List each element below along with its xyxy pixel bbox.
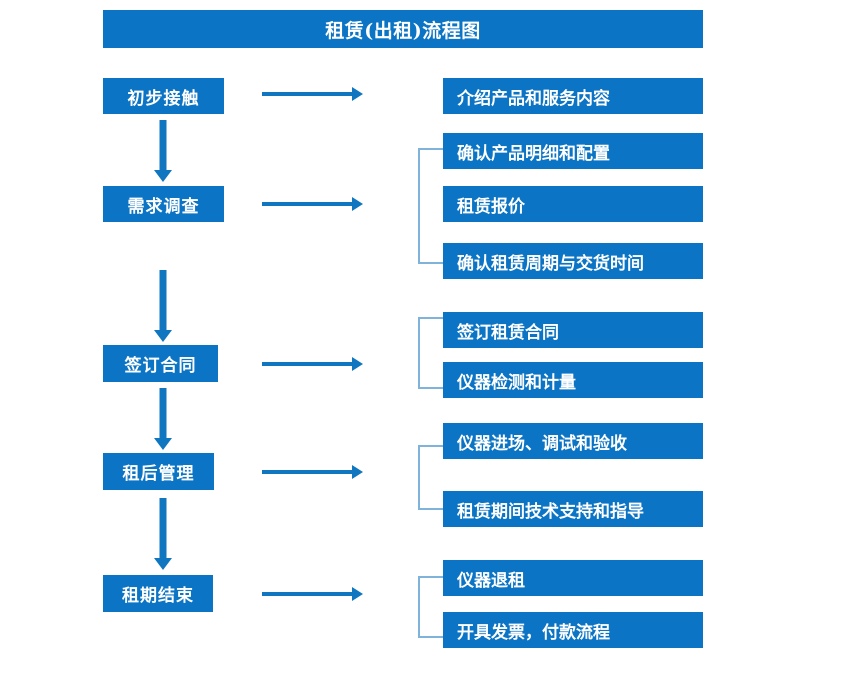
arrow-stage-1-to-details (262, 86, 363, 102)
arrow-shaft (159, 270, 167, 330)
bracket-stage-3-details (418, 317, 443, 389)
detail-box-technical-support-guidance[interactable]: 租赁期间技术支持和指导 (443, 491, 703, 527)
arrow-stage-2-to-details (262, 196, 363, 212)
detail-box-intro-products-services[interactable]: 介绍产品和服务内容 (443, 78, 703, 114)
stage-box-rental-period-end[interactable]: 租期结束 (103, 575, 213, 612)
arrow-head (352, 87, 363, 101)
arrow-shaft (262, 470, 354, 474)
arrow-shaft (262, 362, 354, 366)
stage-box-post-rental-management[interactable]: 租后管理 (103, 453, 214, 490)
stage-label: 签订合同 (124, 356, 197, 376)
detail-box-invoice-payment-process[interactable]: 开具发票，付款流程 (443, 612, 703, 648)
bracket-stage-5-details (418, 576, 443, 638)
detail-box-confirm-period-delivery[interactable]: 确认租赁周期与交货时间 (443, 243, 703, 279)
arrow-stage-5-to-details (262, 586, 363, 602)
arrow-head (352, 357, 363, 371)
bracket-stage-4-details (418, 445, 443, 510)
arrow-stage-4-to-stage-5 (154, 498, 172, 570)
detail-label: 确认产品明细和配置 (457, 143, 610, 164)
detail-box-instrument-inspection-metering[interactable]: 仪器检测和计量 (443, 362, 703, 398)
arrow-stage-3-to-details (262, 356, 363, 372)
detail-box-sign-rental-contract[interactable]: 签订租赁合同 (443, 312, 703, 348)
arrow-shaft (159, 388, 167, 438)
arrow-stage-3-to-stage-4 (154, 388, 172, 450)
arrow-shaft (159, 120, 167, 170)
arrow-stage-2-to-stage-3 (154, 270, 172, 342)
arrow-head (352, 197, 363, 211)
stage-box-sign-contract[interactable]: 签订合同 (103, 345, 218, 382)
detail-box-instrument-entry-commissioning-acceptance[interactable]: 仪器进场、调试和验收 (443, 423, 703, 459)
arrow-head (154, 438, 172, 450)
bracket-stage-2-details (418, 148, 443, 264)
detail-label: 租赁期间技术支持和指导 (457, 501, 644, 522)
arrow-head (352, 587, 363, 601)
detail-box-instrument-return[interactable]: 仪器退租 (443, 560, 703, 596)
arrow-shaft (159, 498, 167, 558)
stage-box-requirement-survey[interactable]: 需求调查 (103, 186, 224, 222)
stage-box-initial-contact[interactable]: 初步接触 (103, 78, 224, 114)
diagram-title: 租赁(出租)流程图 (325, 19, 481, 42)
arrow-head (352, 465, 363, 479)
detail-label: 仪器退租 (457, 570, 525, 591)
stage-label: 初步接触 (127, 88, 200, 109)
detail-label: 仪器进场、调试和验收 (457, 433, 627, 454)
stage-label: 租后管理 (122, 464, 195, 484)
detail-label: 开具发票，付款流程 (457, 622, 610, 643)
detail-label: 介绍产品和服务内容 (457, 88, 610, 109)
arrow-shaft (262, 202, 354, 206)
detail-box-confirm-product-spec[interactable]: 确认产品明细和配置 (443, 133, 703, 169)
detail-label: 租赁报价 (457, 196, 525, 217)
diagram-title-bar: 租赁(出租)流程图 (103, 10, 703, 48)
detail-label: 仪器检测和计量 (457, 372, 576, 393)
stage-label: 租期结束 (122, 586, 194, 606)
arrow-shaft (262, 592, 354, 596)
arrow-stage-4-to-details (262, 464, 363, 480)
detail-box-rental-quotation[interactable]: 租赁报价 (443, 186, 703, 222)
arrow-head (154, 558, 172, 570)
arrow-shaft (262, 92, 354, 96)
stage-label: 需求调查 (127, 196, 200, 217)
detail-label: 确认租赁周期与交货时间 (457, 253, 644, 274)
arrow-head (154, 170, 172, 182)
arrow-stage-1-to-stage-2 (154, 120, 172, 182)
arrow-head (154, 330, 172, 342)
detail-label: 签订租赁合同 (457, 322, 559, 343)
